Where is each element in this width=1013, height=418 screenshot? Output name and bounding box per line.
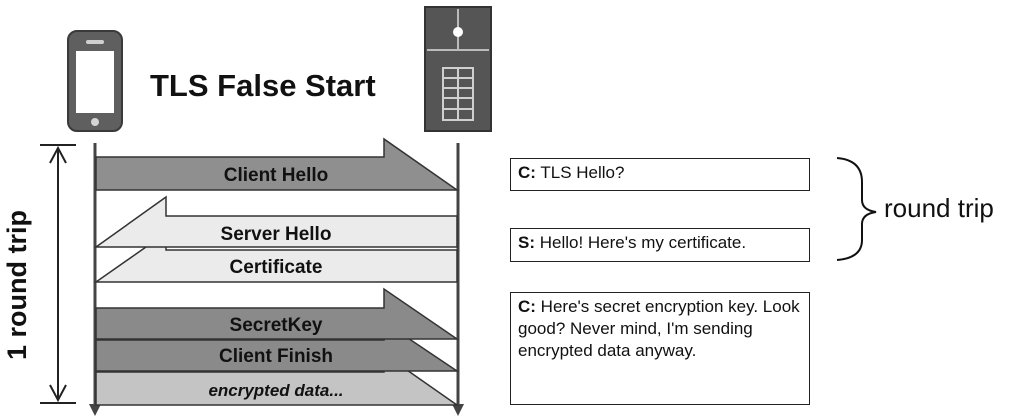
message-label-encrypted-data: encrypted data... — [208, 381, 343, 400]
message-arrow-encrypted-data — [95, 352, 460, 406]
message-label-client-hello: Client Hello — [224, 165, 329, 186]
note-text: TLS Hello? — [535, 163, 625, 182]
message-secretkey: SecretKey — [95, 287, 460, 340]
server-icon — [424, 6, 492, 132]
note-false-start: C: Here's secret encryption key. Look go… — [510, 292, 810, 405]
round-trip-axis-label: 1 round trip — [2, 210, 32, 360]
message-label-certificate: Certificate — [230, 257, 323, 278]
page-title: TLS False Start — [150, 68, 376, 103]
note-text: Hello! Here's my certificate. — [535, 233, 747, 252]
note-prefix: S: — [518, 233, 535, 252]
message-client-finish: Client Finish — [95, 320, 460, 372]
note-server-hello: S: Hello! Here's my certificate. — [510, 228, 810, 262]
note-prefix: C: — [518, 163, 536, 182]
server-lifeline-arrowhead — [452, 404, 464, 416]
note-client-hello: C: TLS Hello? — [510, 158, 810, 191]
message-label-client-finish: Client Finish — [219, 346, 333, 367]
smartphone-icon — [67, 30, 123, 132]
client-lifeline-arrowhead — [89, 404, 101, 416]
message-arrow-client-finish — [95, 320, 460, 372]
note-prefix: C: — [518, 297, 536, 316]
message-encrypted-data: encrypted data... — [95, 352, 460, 406]
message-arrow-client-hello — [95, 137, 460, 191]
round-trip-brace — [836, 157, 877, 261]
message-label-secretkey: SecretKey — [230, 315, 323, 336]
message-server-hello: Server Hello — [93, 195, 458, 248]
message-arrow-certificate — [93, 231, 458, 283]
message-arrow-server-hello — [93, 195, 458, 248]
message-certificate: Certificate — [93, 231, 458, 283]
message-client-hello: Client Hello — [95, 137, 460, 191]
brace-label: round trip — [884, 193, 994, 223]
note-text: Here's secret encryption key. Look good?… — [518, 297, 800, 360]
message-arrow-secretkey — [95, 287, 460, 340]
message-label-server-hello: Server Hello — [221, 224, 332, 245]
round-trip-dimension — [40, 144, 76, 404]
